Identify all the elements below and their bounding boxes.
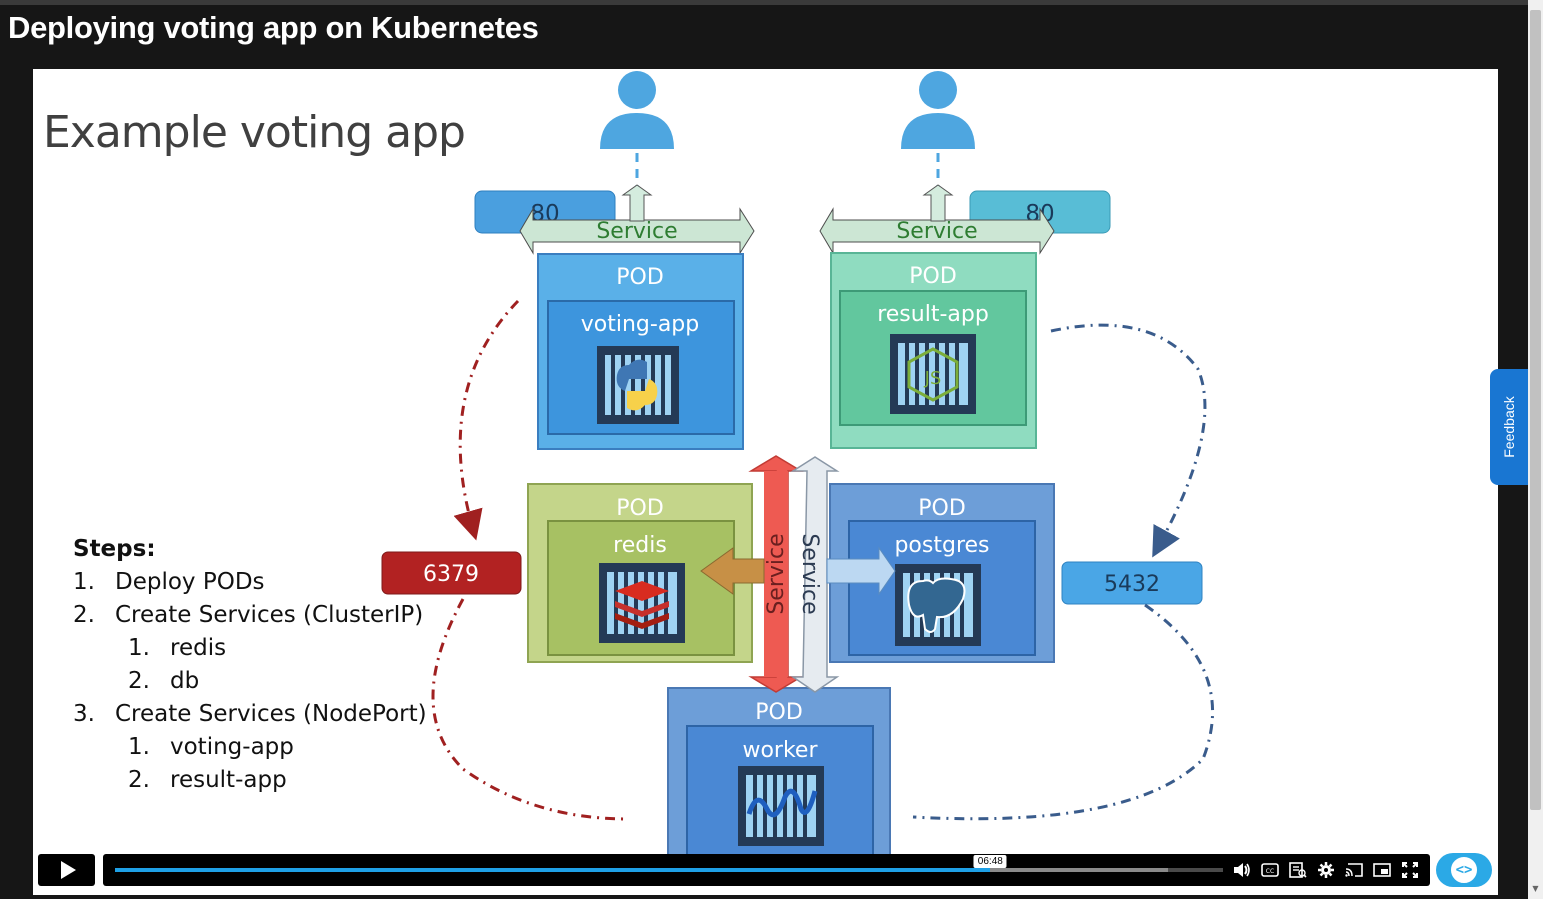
pip-icon[interactable]: [1371, 858, 1393, 882]
slide-heading: Example voting app: [43, 107, 466, 158]
feedback-tab[interactable]: Feedback: [1490, 369, 1528, 485]
window-top-edge: [0, 0, 1528, 5]
fullscreen-icon[interactable]: [1399, 858, 1421, 882]
progress-bar[interactable]: 06:48: [115, 855, 1223, 872]
transcript-icon[interactable]: [1287, 858, 1309, 882]
video-frame[interactable]: 80 80 Service Service POD voting-app POD…: [33, 69, 1498, 895]
dotnet-icon: [738, 766, 824, 846]
user-icon: [600, 71, 674, 149]
step-item: 1.Deploy PODs: [73, 569, 265, 595]
port-label: 5432: [1104, 572, 1160, 597]
pod-label: POD: [616, 265, 664, 290]
captions-icon[interactable]: CC: [1259, 858, 1281, 882]
service-arrow: [519, 207, 755, 255]
port-label: 6379: [423, 562, 479, 587]
container-label: worker: [742, 738, 818, 763]
player-icons: CC: [1231, 858, 1421, 882]
step-subitem: 1.redis: [128, 635, 227, 661]
python-icon: [597, 346, 679, 424]
play-icon: [61, 861, 76, 879]
nodejs-icon: JS: [890, 334, 976, 414]
cast-icon[interactable]: [1343, 858, 1365, 882]
architecture-diagram: 80 80 Service Service POD voting-app POD…: [381, 71, 1215, 869]
time-tooltip: 06:48: [973, 855, 1007, 868]
settings-icon[interactable]: [1315, 858, 1337, 882]
service-label: Service: [797, 533, 822, 614]
pod-label: POD: [918, 496, 966, 521]
postgres-icon: [895, 564, 981, 646]
svg-text:CC: CC: [1266, 868, 1274, 875]
page-title: Deploying voting app on Kubernetes: [8, 10, 539, 45]
video-player-controls: 06:48 CC: [38, 854, 1430, 886]
port-box: [381, 551, 522, 595]
service-label: Service: [764, 533, 789, 614]
service-label: Service: [596, 219, 677, 244]
pod-label: POD: [616, 496, 664, 521]
port-box: [1061, 561, 1203, 605]
assistant-button[interactable]: <>: [1436, 853, 1492, 887]
service-label: Service: [896, 219, 977, 244]
svg-text:JS: JS: [924, 368, 942, 389]
step-subitem: 2.result-app: [128, 767, 287, 793]
container-label: redis: [613, 533, 667, 558]
container-label: postgres: [894, 533, 989, 558]
pod-label: POD: [755, 700, 803, 725]
control-bar: 06:48 CC: [103, 854, 1430, 886]
service-arrow: [819, 207, 1055, 255]
played-bar: [115, 868, 991, 872]
container-label: voting-app: [581, 312, 699, 337]
step-subitem: 2.db: [128, 668, 200, 694]
steps-header: Steps:: [73, 536, 156, 562]
user-icon: [901, 71, 975, 149]
step-subitem: 1.voting-app: [128, 734, 294, 760]
pod-label: POD: [909, 264, 957, 289]
step-item: 3.Create Services (NodePort): [73, 701, 427, 727]
feedback-label: Feedback: [1501, 396, 1517, 458]
scroll-down-icon[interactable]: ▼: [1532, 884, 1539, 893]
redis-icon: [599, 563, 685, 643]
step-item: 2.Create Services (ClusterIP): [73, 602, 424, 628]
volume-icon[interactable]: [1231, 858, 1253, 882]
scrollbar-thumb[interactable]: [1530, 10, 1541, 810]
play-button[interactable]: [38, 854, 95, 886]
steps-list: Steps: 1.Deploy PODs 2.Create Services (…: [73, 533, 427, 797]
container-label: result-app: [877, 302, 989, 327]
code-icon: <>: [1449, 855, 1479, 885]
